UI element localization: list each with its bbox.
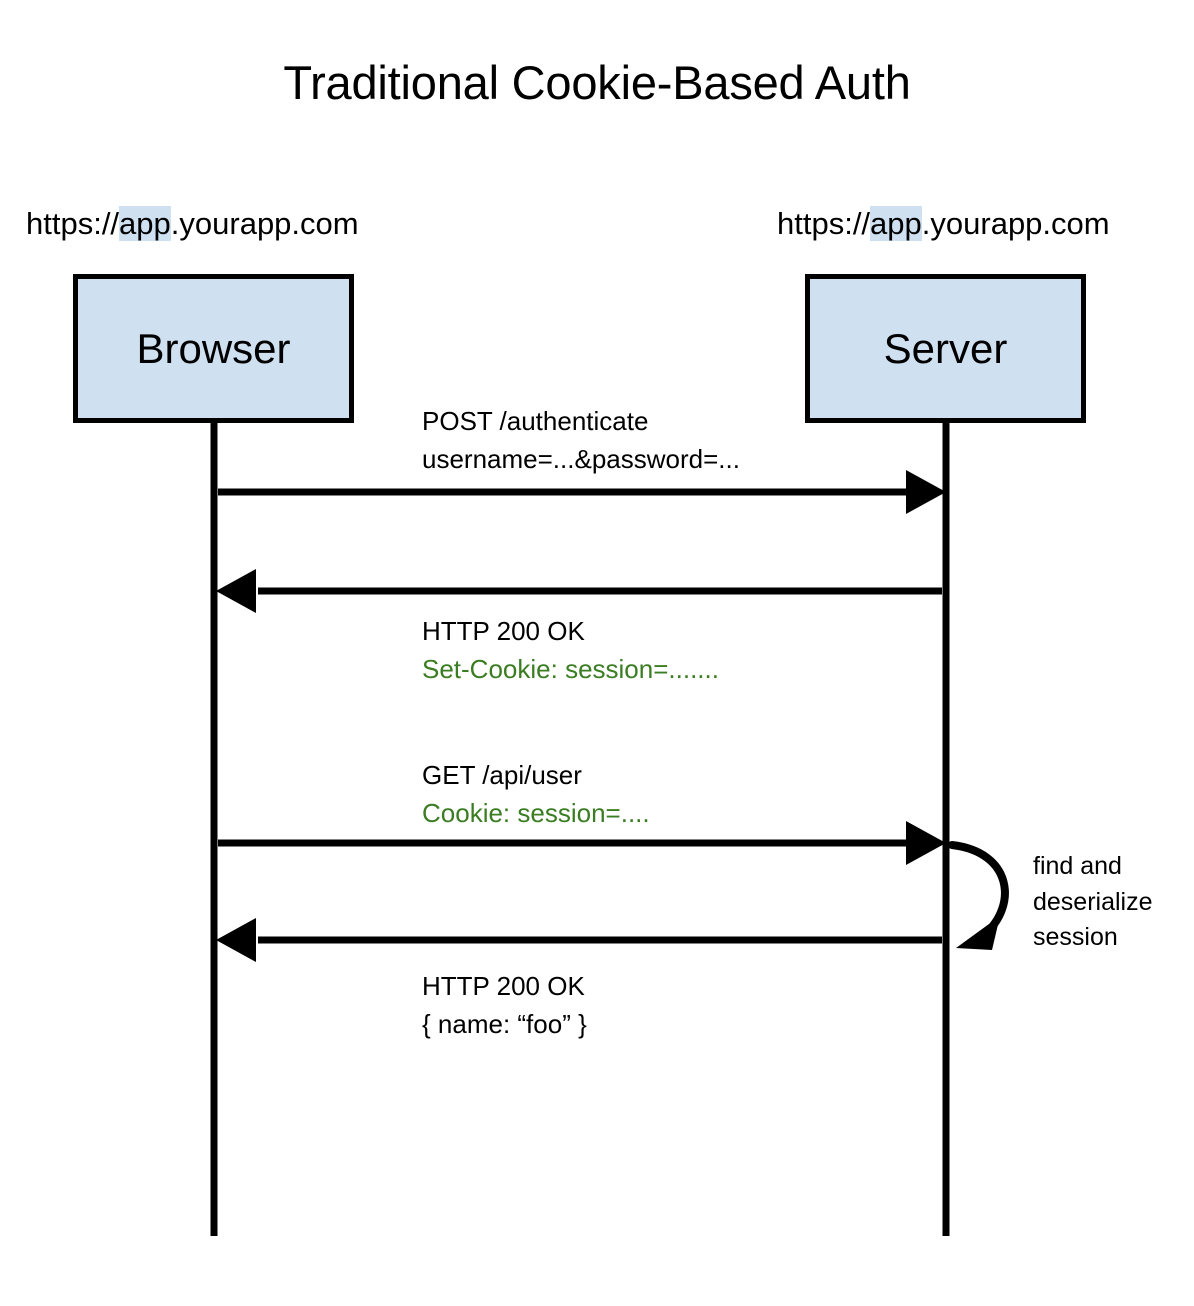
- participant-label-server: Server: [883, 324, 1008, 372]
- browser-url-caption: https://app.yourapp.com: [26, 206, 359, 242]
- participant-box-browser: Browser: [73, 274, 354, 423]
- message-label-msg-4-line1: HTTP 200 OK: [422, 971, 585, 1001]
- arrow-msg-4: [216, 918, 942, 962]
- message-label-msg-4-line2: { name: “foo” }: [422, 1008, 587, 1039]
- arrow-selfloop-server: [948, 841, 1009, 950]
- browser-url-suffix: .yourapp.com: [170, 206, 359, 241]
- server-url-caption: https://app.yourapp.com: [777, 206, 1110, 242]
- participant-box-server: Server: [805, 274, 1086, 423]
- participant-label-browser: Browser: [136, 324, 291, 372]
- arrow-msg-2: [216, 569, 942, 613]
- browser-url-prefix: https://: [26, 206, 120, 241]
- message-label-msg-2-line1: HTTP 200 OK: [422, 616, 585, 646]
- page-title: Traditional Cookie-Based Auth: [283, 56, 911, 109]
- message-label-msg-2: HTTP 200 OK Set-Cookie: session=.......: [422, 613, 719, 688]
- message-label-msg-1-line1: POST /authenticate: [422, 406, 649, 436]
- selfloop-note-line3: session: [1033, 923, 1118, 951]
- message-label-msg-3-line2: Cookie: session=....: [422, 797, 650, 828]
- selfloop-note-text: find and deserialize session: [1033, 849, 1153, 956]
- message-label-msg-1: POST /authenticate username=...&password…: [422, 403, 740, 478]
- message-label-msg-4: HTTP 200 OK { name: “foo” }: [422, 968, 587, 1043]
- selfloop-note-line1: find and: [1033, 852, 1122, 880]
- server-url-highlight: app: [870, 206, 922, 241]
- message-label-msg-2-line2: Set-Cookie: session=.......: [422, 653, 719, 684]
- selfloop-note-line2: deserialize: [1033, 887, 1153, 916]
- message-label-msg-3-line1: GET /api/user: [422, 760, 582, 790]
- browser-url-highlight: app: [119, 206, 171, 241]
- message-label-msg-3: GET /api/user Cookie: session=....: [422, 757, 650, 832]
- server-url-prefix: https://: [777, 206, 871, 241]
- server-url-suffix: .yourapp.com: [921, 206, 1110, 241]
- message-label-msg-1-line2: username=...&password=...: [422, 443, 740, 474]
